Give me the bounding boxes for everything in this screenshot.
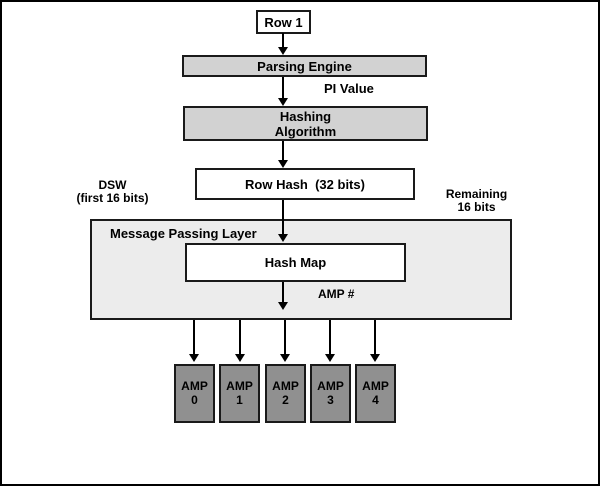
row1-node: Row 1 [256,10,311,34]
amp-number-label: AMP # [318,287,355,301]
hashing-algorithm-label-line2: Algorithm [274,123,337,139]
amp3-label-line2: 3 [327,393,334,407]
arrow-mpl-to-amp2 [280,320,290,362]
arrow-row1-to-parsing-engine [278,33,288,55]
remaining-bits-label-line1: Remaining [445,187,508,201]
parsing-engine-label: Parsing Engine [257,58,352,74]
arrow-mpl-to-amp3 [325,320,335,362]
pi-value-label: PI Value [324,81,374,96]
dsw-label-line2: (first 16 bits) [76,191,149,205]
row-hash-label: Row Hash (32 bits) [245,176,365,192]
arrow-mpl-to-amp0 [189,320,199,362]
remaining-bits-label-line2: 16 bits [457,200,496,214]
amp-node-4: AMP 4 [355,364,396,423]
arrow-hashmap-to-amps [278,282,288,310]
amp-node-2: AMP 2 [265,364,306,423]
amp1-label-line1: AMP [226,379,253,393]
amp2-label-line1: AMP [272,379,299,393]
row1-label: Row 1 [264,14,303,30]
arrow-hashing-to-rowhash [278,141,288,168]
arrow-mpl-to-amp1 [235,320,245,362]
row-hash-node: Row Hash (32 bits) [195,168,415,200]
amp3-label-line1: AMP [317,379,344,393]
hashing-algorithm-label-line1: Hashing [279,108,332,124]
remaining-bits-label: Remaining 16 bits [424,188,529,214]
amp2-label-line2: 2 [282,393,289,407]
amp-node-1: AMP 1 [219,364,260,423]
dsw-label: DSW (first 16 bits) [60,179,165,205]
amp-node-0: AMP 0 [174,364,215,423]
amp4-label-line2: 4 [372,393,379,407]
amp0-label-line1: AMP [181,379,208,393]
arrow-rowhash-to-hashmap [278,200,288,242]
hash-map-label: Hash Map [264,255,327,270]
arrow-mpl-to-amp4 [370,320,380,362]
amp-node-3: AMP 3 [310,364,351,423]
parsing-engine-node: Parsing Engine [182,55,427,77]
amp1-label-line2: 1 [236,393,243,407]
amp0-label-line2: 0 [191,393,198,407]
hashing-algorithm-node: Hashing Algorithm [183,106,428,141]
hash-map-node: Hash Map [185,243,406,282]
message-passing-layer-title: Message Passing Layer [110,226,257,241]
amp4-label-line1: AMP [362,379,389,393]
arrow-parsing-to-hashing [278,77,288,106]
dsw-label-line1: DSW [98,178,127,192]
